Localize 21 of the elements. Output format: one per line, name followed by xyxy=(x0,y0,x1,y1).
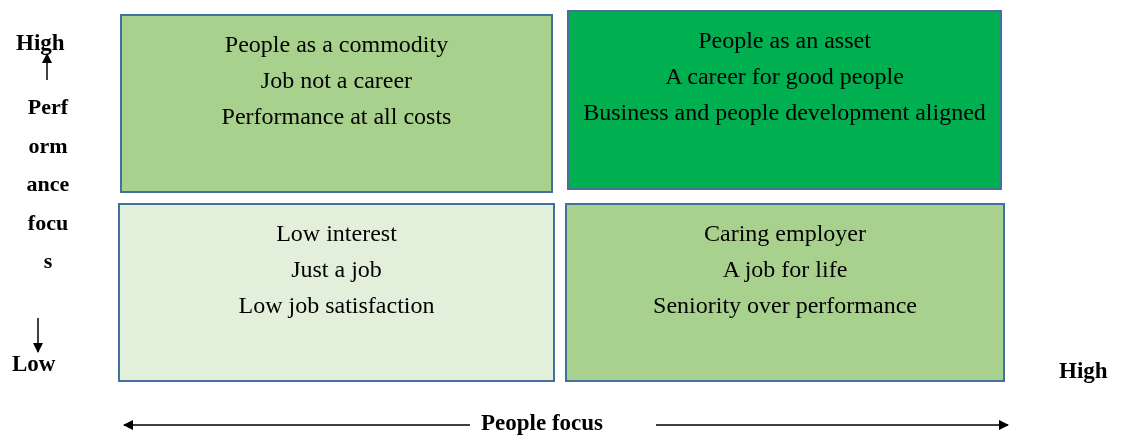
axis-title: People focus xyxy=(481,411,603,434)
quadrant-box xyxy=(567,10,1002,190)
quadrant-text: Low job satisfaction xyxy=(238,291,435,320)
quadrant-text: Just a job xyxy=(291,255,382,284)
quadrant-box xyxy=(565,203,1005,382)
quadrant-text: A job for life xyxy=(722,255,848,284)
axis-label: High xyxy=(1059,359,1108,382)
quadrant-box xyxy=(120,14,553,193)
quadrant-text: People as a commodity xyxy=(224,30,449,59)
axis-label: Low xyxy=(12,352,56,375)
quadrant-text: Low interest xyxy=(276,219,397,248)
quadrant-text: Seniority over performance xyxy=(653,291,917,320)
quadrant-text: Caring employer xyxy=(704,219,866,248)
quadrant-text: Performance at all costs xyxy=(221,102,452,131)
axis-title: Performance focus xyxy=(26,93,70,275)
axis-label: High xyxy=(16,31,65,54)
quadrant-box xyxy=(118,203,555,382)
quadrant-text: Job not a career xyxy=(260,66,413,95)
quadrant-text: People as an asset xyxy=(698,26,871,55)
quadrant-text: Business and people development aligned xyxy=(583,98,986,127)
quadrant-text: A career for good people xyxy=(665,62,904,91)
